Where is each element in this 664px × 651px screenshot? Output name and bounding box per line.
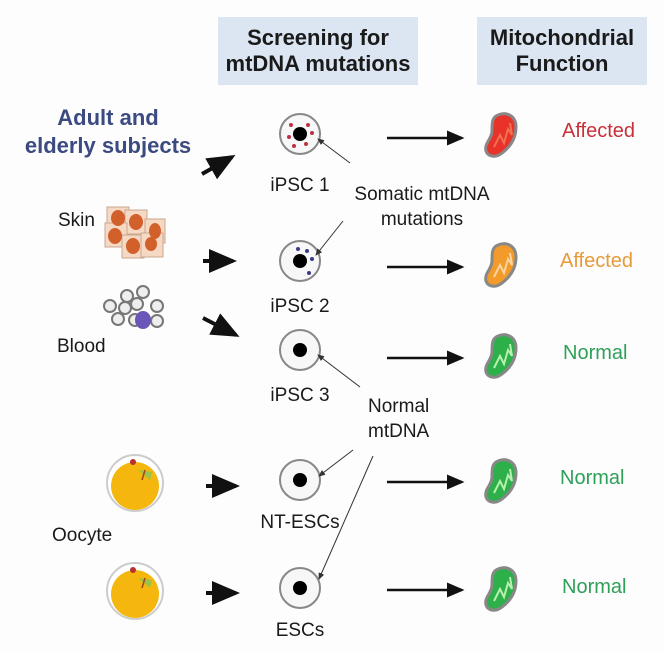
mitochondrion-icon-ipsc1 xyxy=(484,112,518,158)
cell-icon-ipsc2 xyxy=(279,240,321,282)
somatic-callout-line2: mutations xyxy=(380,209,464,230)
oocyte-label: Oocyte xyxy=(52,525,113,546)
cell-icon-ipsc3 xyxy=(279,329,321,371)
skin-cells-icon xyxy=(104,206,166,259)
blood-label: Blood xyxy=(57,336,106,357)
normal-callout-line1: Normal xyxy=(368,396,430,417)
status-nt-escs: Normal xyxy=(560,467,625,489)
status-ipsc3: Normal xyxy=(563,342,628,364)
source-title-line1: Adult and xyxy=(57,105,159,130)
cell-name-ipsc3: iPSC 3 xyxy=(270,385,330,406)
oocyte-icon-1 xyxy=(106,454,164,512)
source-arrows xyxy=(201,155,240,605)
status-ipsc2: Affected xyxy=(560,250,634,272)
screening-header-line2: mtDNA mutations xyxy=(225,51,411,76)
source-title: Adult and elderly subjects xyxy=(18,104,198,160)
cell-icon-ipsc1 xyxy=(279,113,321,155)
mitochondrion-icon-ipsc3 xyxy=(484,333,518,379)
function-header-line2: Function xyxy=(515,51,609,76)
status-escs: Normal xyxy=(562,576,627,598)
function-header-line1: Mitochondrial xyxy=(489,25,635,50)
oocyte-icon-2 xyxy=(106,562,164,620)
mitochondrion-icon-ipsc2 xyxy=(484,242,518,288)
function-arrows xyxy=(387,130,465,598)
cell-name-nt-escs: NT-ESCs xyxy=(260,512,340,533)
cell-name-ipsc2: iPSC 2 xyxy=(270,296,330,317)
screening-header: Screening for mtDNA mutations xyxy=(218,17,418,85)
status-ipsc1: Affected xyxy=(562,120,636,142)
screening-header-line1: Screening for xyxy=(247,25,389,50)
cell-icon-escs xyxy=(279,567,321,609)
cell-name-escs: ESCs xyxy=(275,620,325,641)
mitochondrion-icon-nt-escs xyxy=(484,458,518,504)
skin-label: Skin xyxy=(58,210,95,231)
cell-icon-nt-escs xyxy=(279,459,321,501)
somatic-callout: Somatic mtDNA mutations xyxy=(342,182,502,232)
cell-name-ipsc1: iPSC 1 xyxy=(270,175,330,196)
function-header: Mitochondrial Function xyxy=(477,17,647,85)
normal-callout-line2: mtDNA xyxy=(368,421,430,442)
mitochondrion-icon-escs xyxy=(484,566,518,612)
blood-cells-icon xyxy=(103,285,164,329)
callout-lines xyxy=(315,138,374,580)
somatic-callout-line1: Somatic mtDNA xyxy=(354,184,490,205)
source-title-line2: elderly subjects xyxy=(24,133,192,158)
normal-callout: Normal mtDNA xyxy=(368,394,429,444)
